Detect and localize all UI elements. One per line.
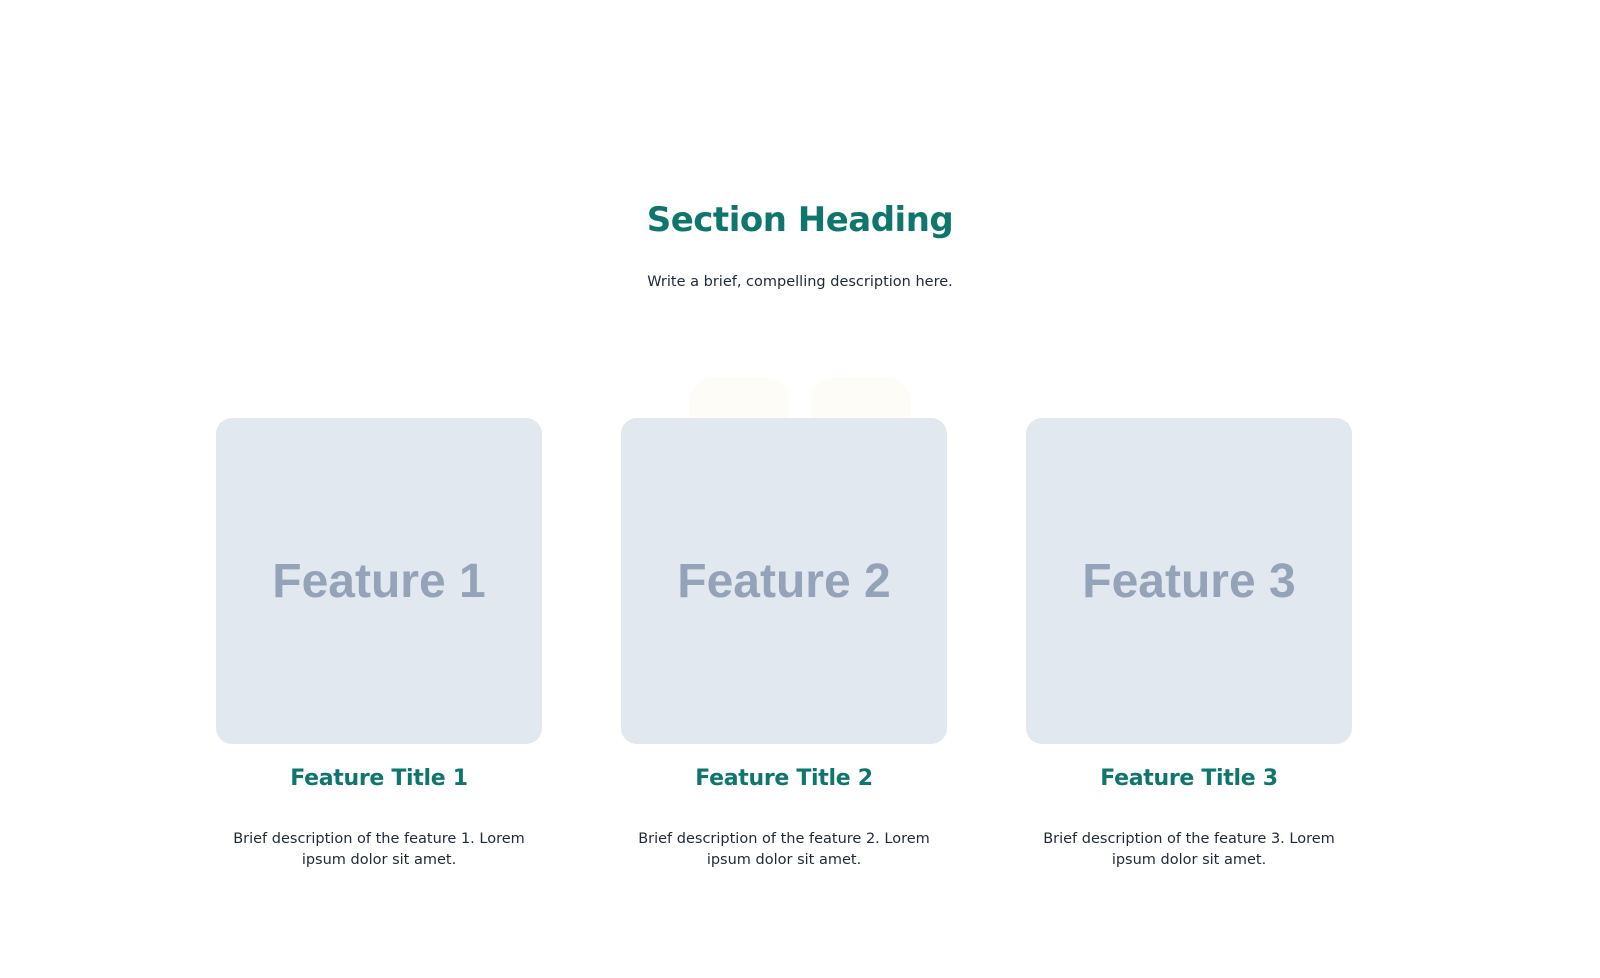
feature-description: Brief description of the feature 1. Lore… (233, 831, 525, 868)
feature-card-3: Feature 3 Feature Title 3 Brief descript… (1026, 418, 1352, 871)
feature-image-placeholder: Feature 1 (216, 418, 542, 744)
feature-card-1: Feature 1 Feature Title 1 Brief descript… (216, 418, 542, 871)
feature-title: Feature Title 2 (695, 766, 873, 791)
feature-image-label: Feature 2 (677, 554, 891, 608)
feature-title: Feature Title 1 (290, 766, 468, 791)
section-heading: Section Heading (646, 200, 954, 240)
feature-description: Brief description of the feature 2. Lore… (638, 831, 930, 868)
feature-image-placeholder: Feature 3 (1026, 418, 1352, 744)
feature-description: Brief description of the feature 3. Lore… (1043, 831, 1335, 868)
feature-title: Feature Title 3 (1100, 766, 1278, 791)
feature-card-2: Feature 2 Feature Title 2 Brief descript… (621, 418, 947, 871)
section-subtitle: Write a brief, compelling description he… (647, 274, 953, 290)
feature-image-label: Feature 1 (272, 554, 486, 608)
feature-image-label: Feature 3 (1082, 554, 1296, 608)
feature-image-placeholder: Feature 2 (621, 418, 947, 744)
